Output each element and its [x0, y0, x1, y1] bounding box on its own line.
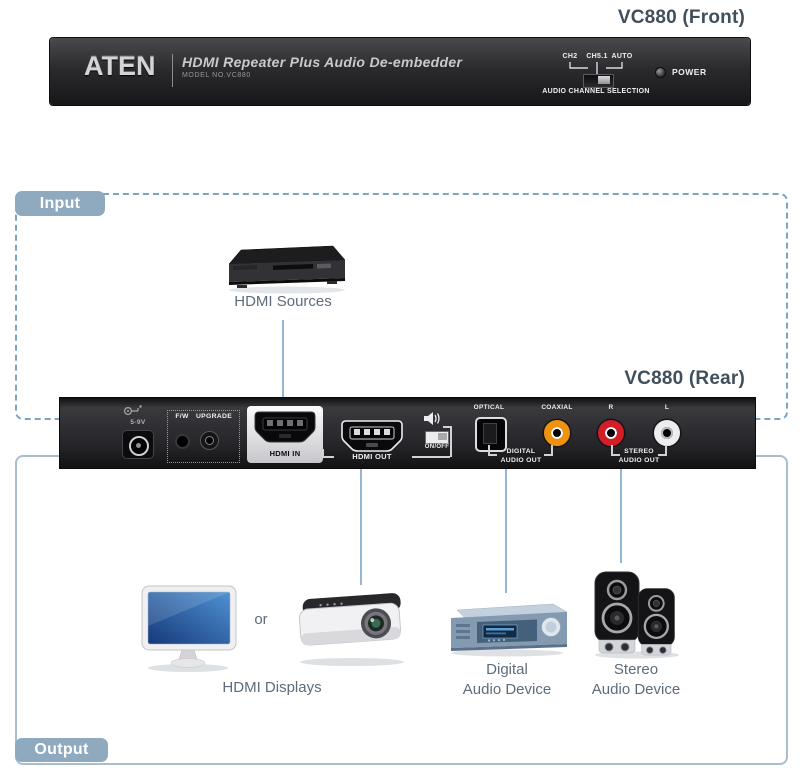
- power-label: POWER: [672, 67, 707, 77]
- connector-stereo-out-line: [620, 468, 622, 563]
- rca-left-label: L: [664, 404, 670, 411]
- channel-label-ch51: CH5.1: [586, 53, 608, 60]
- hdmi-out-bracket: [322, 456, 334, 458]
- or-label: or: [254, 611, 268, 628]
- digital-out-label-line1: DIGITAL: [506, 448, 536, 455]
- hdmi-out-bracket: [412, 456, 450, 458]
- onoff-label: ON/OFF: [424, 444, 450, 450]
- speaker-icon: [424, 412, 440, 425]
- hdmi-out-bracket: [450, 426, 452, 457]
- dc-power-jack[interactable]: [122, 430, 154, 459]
- fw-label: F/W: [175, 413, 189, 420]
- stereo-audio-device-icon: [594, 571, 679, 659]
- stereo-device-label-line1: Stereo: [613, 661, 659, 678]
- front-panel-title: VC880 (Front): [617, 7, 745, 28]
- input-region: [15, 193, 788, 420]
- hdmi-out-port[interactable]: [340, 420, 404, 454]
- channel-label-auto: AUTO: [611, 53, 633, 60]
- digital-out-label-line2: AUDIO OUT: [500, 457, 542, 464]
- digital-out-bracket: [488, 454, 497, 456]
- input-badge: Input: [15, 191, 105, 216]
- channel-label-ch2: CH2: [562, 53, 578, 60]
- hdmi-out-label: HDMI OUT: [352, 452, 392, 461]
- monitor-icon: [141, 585, 237, 672]
- stereo-device-label-line2: Audio Device: [591, 681, 681, 698]
- logo-divider: [172, 54, 173, 87]
- channel-selection-label: AUDIO CHANNEL SELECTION: [542, 88, 650, 95]
- hdmi-in-label: HDMI IN: [269, 449, 301, 458]
- front-panel-text-block: HDMI Repeater Plus Audio De-embedder MOD…: [182, 54, 462, 79]
- power-led-icon: [655, 67, 666, 78]
- audio-channel-switch[interactable]: [583, 74, 614, 88]
- hdmi-source-device-icon: [228, 245, 346, 294]
- fw-reset-button[interactable]: [175, 434, 190, 449]
- connector-hdmi-out-line: [360, 468, 362, 585]
- stereo-out-bracket: [611, 454, 620, 456]
- hdmi-displays-label: HDMI Displays: [222, 679, 322, 696]
- digital-out-bracket: [488, 445, 490, 455]
- digital-audio-device-icon: [451, 603, 568, 657]
- optical-port[interactable]: [475, 417, 507, 452]
- output-badge: Output: [15, 738, 108, 762]
- dc-voltage-label: 5-9V: [130, 419, 146, 426]
- hdmi-sources-label: HDMI Sources: [234, 293, 332, 310]
- digital-device-label-line2: Audio Device: [462, 681, 552, 698]
- stereo-out-bracket: [611, 445, 613, 455]
- digital-out-bracket: [551, 445, 553, 455]
- channel-selector-bracket: [569, 62, 623, 75]
- firmware-upgrade-group: [167, 410, 240, 463]
- digital-out-bracket: [544, 454, 553, 456]
- model-number: MODEL NO.VC880: [182, 72, 251, 79]
- upgrade-label: UPGRADE: [195, 413, 233, 420]
- switch-knob: [598, 76, 610, 84]
- stereo-right-jack[interactable]: [598, 420, 624, 446]
- rear-panel-title: VC880 (Rear): [624, 368, 745, 389]
- rear-panel-device: 5-9V F/W UPGRADE HDMI IN: [60, 398, 755, 468]
- rca-right-label: R: [608, 404, 614, 411]
- hdmi-in-port[interactable]: [253, 411, 317, 445]
- digital-device-label-line1: Digital: [486, 661, 528, 678]
- hdmi-out-bracket: [443, 426, 451, 428]
- aten-logo: ATEN: [84, 51, 156, 81]
- coaxial-jack[interactable]: [544, 420, 570, 446]
- front-panel-device: ATEN HDMI Repeater Plus Audio De-embedde…: [50, 38, 750, 105]
- projector-icon: [298, 593, 404, 666]
- stereo-out-bracket: [665, 445, 667, 455]
- connector-digital-out-line: [505, 468, 507, 593]
- stereo-out-label-line1: STEREO: [624, 448, 654, 455]
- stereo-out-bracket: [658, 454, 667, 456]
- optical-label: OPTICAL: [473, 404, 505, 411]
- hdmi-out-bracket: [322, 449, 324, 457]
- dc-polarity-icon: [123, 405, 142, 416]
- hdmi-in-block: HDMI IN: [247, 406, 323, 463]
- product-name: HDMI Repeater Plus Audio De-embedder: [182, 54, 463, 70]
- stereo-left-jack[interactable]: [654, 420, 680, 446]
- connector-hdmi-source-line: [282, 320, 284, 398]
- upgrade-jack[interactable]: [200, 431, 219, 450]
- coaxial-label: COAXIAL: [541, 404, 573, 411]
- audio-onoff-switch[interactable]: [425, 431, 449, 444]
- stereo-out-label-line2: AUDIO OUT: [618, 457, 660, 464]
